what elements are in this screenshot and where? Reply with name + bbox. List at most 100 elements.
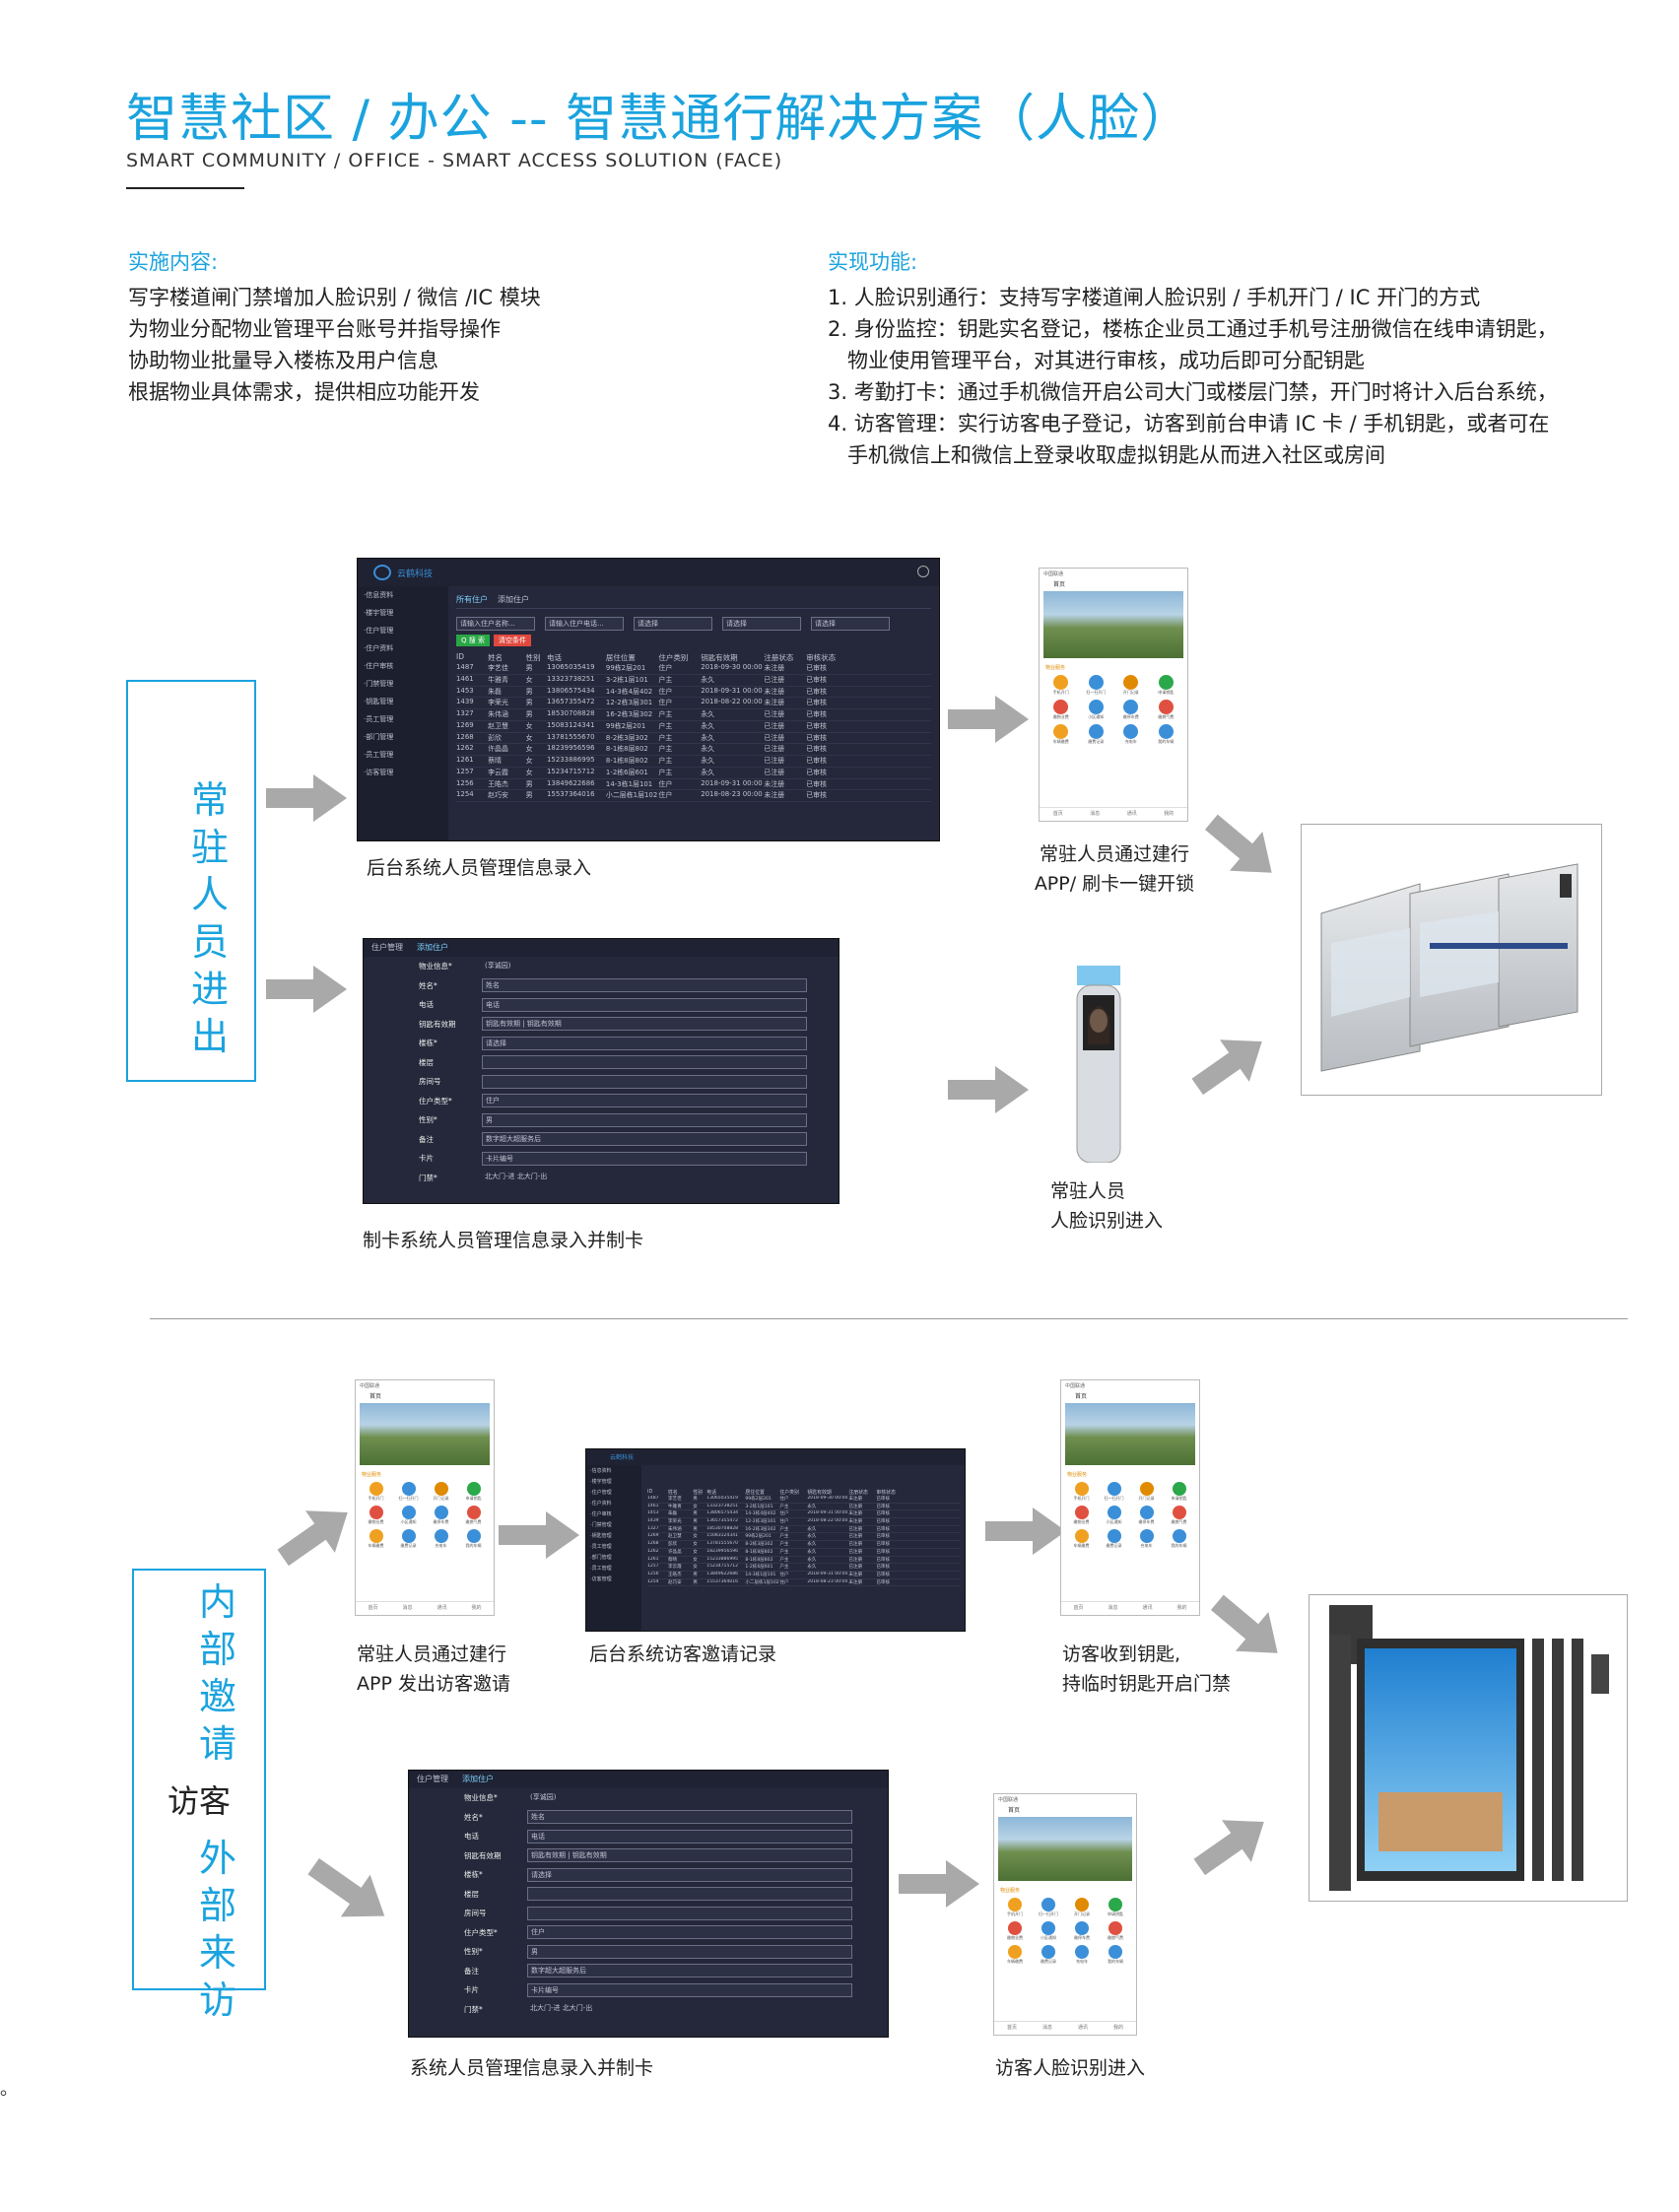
nav-item[interactable]: 首页: [1052, 811, 1063, 817]
sidebar-item[interactable]: ·员工管理: [590, 1544, 612, 1550]
form-field[interactable]: 住户: [482, 1094, 807, 1108]
form-field[interactable]: 男: [482, 1112, 807, 1127]
form-field[interactable]: [482, 1055, 807, 1070]
app-shortcut[interactable]: 缴停车费: [1113, 700, 1149, 720]
nav-item[interactable]: 我的: [1176, 1605, 1187, 1611]
app-shortcut[interactable]: 车辆缴费: [360, 1529, 392, 1549]
form-field[interactable]: 电话: [527, 1829, 852, 1843]
app-shortcut[interactable]: 申请钥匙: [457, 1482, 490, 1502]
nav-item[interactable]: 通讯: [437, 1605, 447, 1611]
form-field[interactable]: 北大门-进 北大门-出: [530, 2004, 593, 2013]
tab-all-residents[interactable]: 所有住户: [456, 595, 488, 604]
app-shortcut[interactable]: 缴停车费: [1130, 1506, 1163, 1525]
form-field[interactable]: 数字超大超服务后: [527, 1964, 852, 1978]
form-field[interactable]: [527, 1887, 852, 1902]
app-shortcut[interactable]: 充电车: [1130, 1529, 1163, 1549]
sidebar-item[interactable]: ·住户审核: [364, 662, 394, 670]
app-shortcut[interactable]: 扫一扫开门: [392, 1482, 425, 1502]
sidebar-item[interactable]: ·员工管理: [590, 1566, 612, 1572]
form-field[interactable]: 卡片编号: [527, 1982, 852, 1997]
form-field[interactable]: 请选择: [527, 1867, 852, 1882]
app-shortcut[interactable]: 手机开门: [1043, 675, 1079, 696]
app-shortcut[interactable]: 充电车: [1065, 1945, 1099, 1965]
app-shortcut[interactable]: 开门记录: [425, 1482, 457, 1502]
select-dropdown[interactable]: 请选择: [634, 617, 712, 631]
app-shortcut[interactable]: 小区通知: [392, 1506, 425, 1525]
app-shortcut[interactable]: 缴费记录: [392, 1529, 425, 1549]
nav-item[interactable]: 通讯: [1126, 811, 1137, 817]
sidebar-item[interactable]: ·住户资料: [590, 1501, 612, 1507]
app-shortcut[interactable]: 缴物业费: [998, 1921, 1032, 1941]
nav-item[interactable]: 首页: [1073, 1605, 1084, 1611]
sidebar-item[interactable]: ·访客管理: [364, 769, 394, 776]
sidebar-item[interactable]: ·信息资料: [590, 1468, 612, 1474]
search-input[interactable]: 请输入住户名称...: [456, 617, 535, 631]
form-field[interactable]: 姓名: [482, 978, 807, 993]
app-shortcut[interactable]: 开门记录: [1130, 1482, 1163, 1502]
app-shortcut[interactable]: 缴物业费: [1065, 1506, 1098, 1525]
app-shortcut[interactable]: 手机开门: [360, 1482, 392, 1502]
app-shortcut[interactable]: 车辆缴费: [1065, 1529, 1098, 1549]
form-field[interactable]: 钥匙有效期 | 钥匙有效期: [527, 1848, 852, 1863]
form-field[interactable]: 钥匙有效期 | 钥匙有效期: [482, 1017, 807, 1032]
app-shortcut[interactable]: 申请钥匙: [1099, 1898, 1132, 1917]
nav-item[interactable]: 消息: [402, 1605, 413, 1611]
sidebar-item[interactable]: ·信息资料: [364, 591, 394, 599]
sidebar-item[interactable]: ·住户资料: [364, 644, 394, 652]
sidebar-item[interactable]: ·部门管理: [364, 733, 394, 741]
tab-add-resident[interactable]: 添加住户: [417, 943, 448, 952]
tab-add-resident[interactable]: 添加住户: [462, 1775, 494, 1783]
sidebar-item[interactable]: ·员工管理: [364, 715, 394, 723]
app-shortcut[interactable]: 车辆缴费: [1043, 724, 1079, 745]
sidebar-item[interactable]: ·住户管理: [364, 627, 394, 635]
form-field[interactable]: 男: [527, 1944, 852, 1959]
select-dropdown[interactable]: 请选择: [811, 617, 890, 631]
app-shortcut[interactable]: 开门记录: [1113, 675, 1149, 696]
app-shortcut[interactable]: 充电车: [425, 1529, 457, 1549]
search-button[interactable]: Q 搜 索: [456, 635, 490, 646]
app-shortcut[interactable]: 我的车辆: [1149, 724, 1184, 745]
app-shortcut[interactable]: 我的车辆: [1099, 1945, 1132, 1965]
sidebar-item[interactable]: ·钥匙管理: [364, 698, 394, 705]
app-shortcut[interactable]: 开门记录: [1065, 1898, 1099, 1917]
app-shortcut[interactable]: 缴费记录: [1032, 1945, 1065, 1965]
app-shortcut[interactable]: 缴物业费: [360, 1506, 392, 1525]
form-field[interactable]: (享诚园): [485, 961, 511, 970]
app-shortcut[interactable]: 我的车辆: [457, 1529, 490, 1549]
app-shortcut[interactable]: 缴燃气费: [1099, 1921, 1132, 1941]
app-shortcut[interactable]: 车辆缴费: [998, 1945, 1032, 1965]
app-shortcut[interactable]: 申请钥匙: [1149, 675, 1184, 696]
sidebar-item[interactable]: ·访客管理: [590, 1576, 612, 1582]
app-shortcut[interactable]: 缴燃气费: [1163, 1506, 1195, 1525]
nav-item[interactable]: 消息: [1041, 2025, 1052, 2031]
form-field[interactable]: 卡片编号: [482, 1151, 807, 1166]
nav-item[interactable]: 消息: [1090, 811, 1101, 817]
app-shortcut[interactable]: 缴费记录: [1098, 1529, 1130, 1549]
select-dropdown[interactable]: 请选择: [722, 617, 801, 631]
form-field[interactable]: 电话: [482, 997, 807, 1012]
nav-item[interactable]: 我的: [471, 1605, 482, 1611]
form-field[interactable]: 住户: [527, 1925, 852, 1940]
nav-item[interactable]: 通讯: [1077, 2025, 1088, 2031]
app-shortcut[interactable]: 充电车: [1113, 724, 1149, 745]
nav-item[interactable]: 我的: [1164, 811, 1175, 817]
